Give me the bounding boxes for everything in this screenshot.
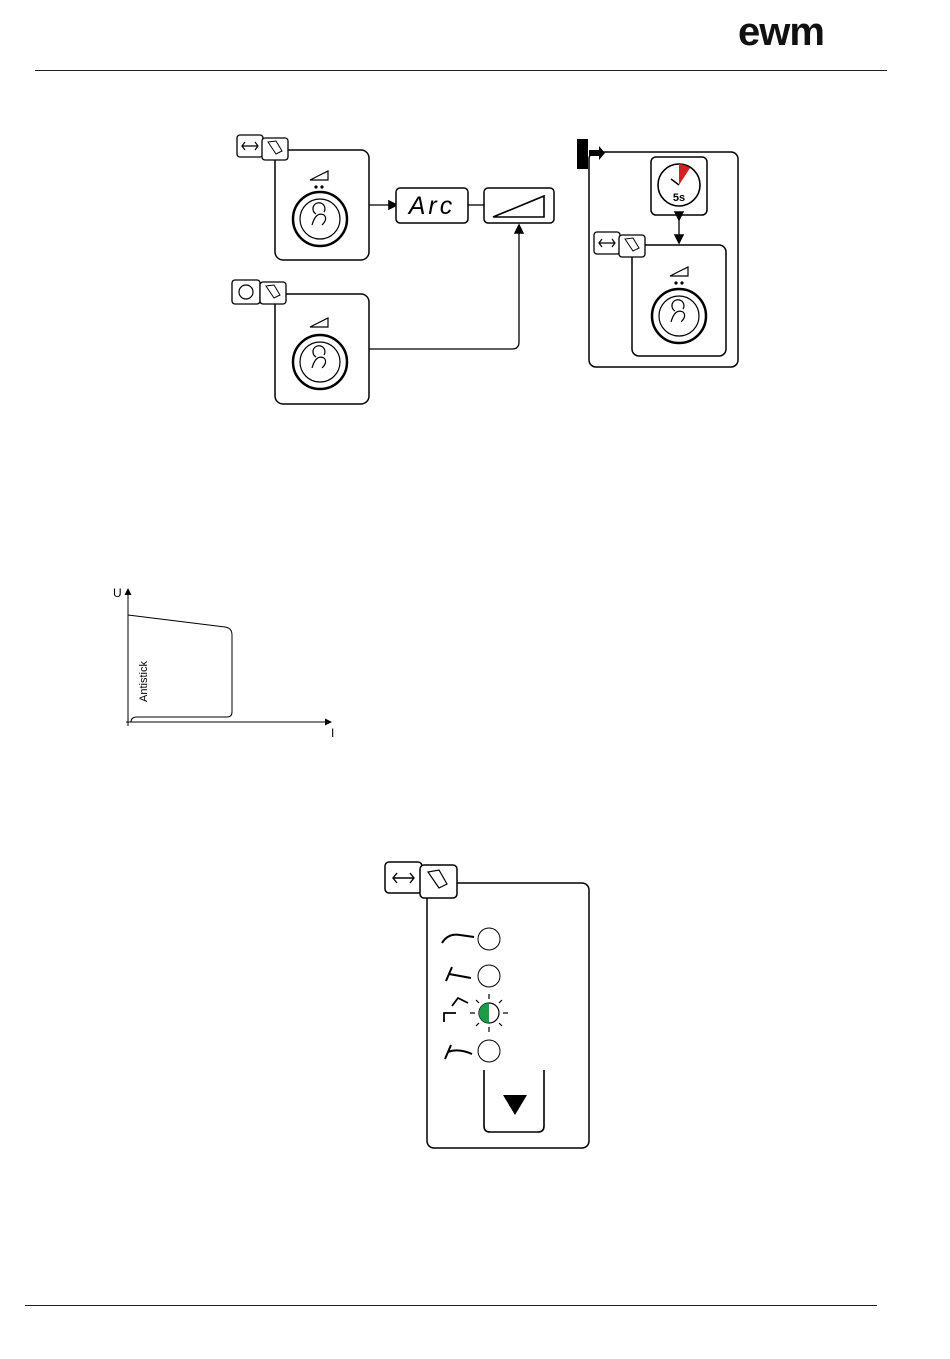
timer-label: 5s <box>673 192 685 204</box>
slope-display <box>484 188 554 223</box>
hand-press-icon <box>619 235 645 257</box>
mode-panel <box>380 855 600 1155</box>
toggle-key-icon <box>385 862 422 893</box>
rotate-key-icon <box>232 280 260 304</box>
timer-icon: 5s <box>651 157 707 215</box>
rotary-knob-icon <box>293 335 347 389</box>
x-axis-label: I <box>331 726 334 740</box>
ewm-logo: ewm <box>738 8 824 56</box>
characteristic-curve: U I Antistick <box>100 580 350 740</box>
display-arc: Arc <box>396 188 468 223</box>
mode-led-1 <box>478 928 500 950</box>
setup-diagram: Arc <box>0 120 950 420</box>
exit-timer-group: 5s <box>577 139 738 367</box>
display-text: Arc <box>407 192 456 220</box>
mode-led-4 <box>478 1040 500 1062</box>
mode-led-2 <box>478 965 500 987</box>
turn-box <box>232 280 369 404</box>
hand-press-icon <box>420 865 457 898</box>
press-and-turn-box <box>237 135 369 260</box>
rotary-knob-icon <box>293 192 347 246</box>
rotary-knob-icon <box>652 289 706 343</box>
toggle-key-icon <box>594 232 620 254</box>
toggle-key-icon <box>237 135 263 157</box>
footer-rule <box>25 1305 877 1306</box>
y-axis-label: U <box>113 586 122 600</box>
hand-press-icon <box>262 138 288 160</box>
header-rule <box>35 70 887 71</box>
hand-press-icon <box>260 282 286 304</box>
curve-label: Antistick <box>138 661 150 702</box>
